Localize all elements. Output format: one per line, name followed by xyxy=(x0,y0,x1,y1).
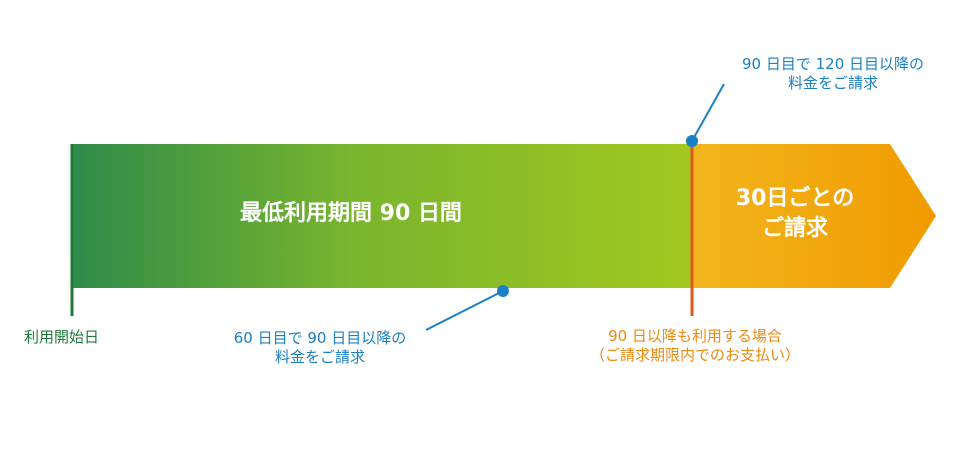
day60-callout-line xyxy=(425,290,504,331)
day60-label-line1: 60 日目で 90 日目以降の xyxy=(233,329,407,347)
day90-callout-line xyxy=(691,83,725,142)
day90-marker-dot xyxy=(686,135,698,147)
day60-marker-dot xyxy=(497,285,509,297)
after-period-title-line2: ご請求 xyxy=(761,215,828,241)
minimum-period-bar xyxy=(72,144,692,288)
start-date-label: 利用開始日 xyxy=(24,328,100,346)
after90-usage-label: 90 日以降も利用する場合 （ご請求期限内でのお支払い） xyxy=(570,327,820,365)
after-period-title-line1: 30日ごとの xyxy=(735,186,855,211)
day90-label-line1: 90 日目で 120 日目以降の xyxy=(741,55,925,73)
after-period-title: 30日ごとの ご請求 xyxy=(730,184,860,243)
day90-billing-label: 90 日目で 120 日目以降の 料金をご請求 xyxy=(703,55,960,93)
after-period-arrow xyxy=(692,144,936,288)
day60-label-line2: 料金をご請求 xyxy=(274,347,365,366)
after90-label-line2: （ご請求期限内でのお支払い） xyxy=(589,345,800,364)
after90-label-line1: 90 日以降も利用する場合 xyxy=(608,327,782,345)
day90-label-line2: 料金をご請求 xyxy=(787,73,878,92)
minimum-period-title: 最低利用期間 90 日間 xyxy=(240,201,462,226)
day60-billing-label: 60 日目で 90 日目以降の 料金をご請求 xyxy=(214,329,426,367)
